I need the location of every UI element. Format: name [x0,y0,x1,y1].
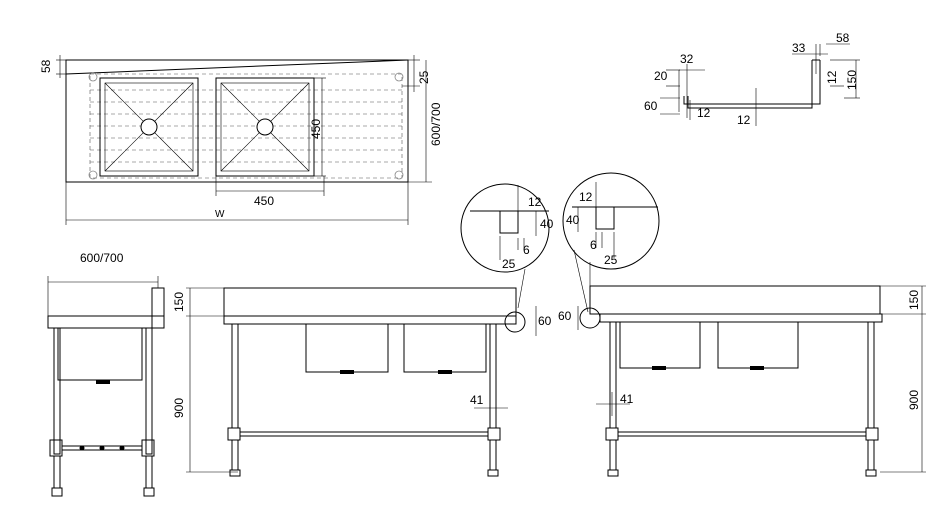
flat-dim-60: 60 [558,309,572,323]
detail-right-dim-25: 25 [604,253,618,267]
detail-right-dim-6: 6 [590,238,597,252]
detail-right-dim-40: 40 [566,213,580,227]
dim-32: 32 [680,52,694,66]
flat-dim-900: 900 [907,390,921,410]
dim-depth: 600/700 [429,102,443,146]
sink-bowl-right [215,77,315,177]
front-view-flat: 60 41 150 900 [558,262,926,477]
front-dim-41: 41 [470,393,484,407]
front-dim-900: 900 [172,398,186,418]
dim-20: 20 [654,69,668,83]
detail-circle-right: 12 40 6 25 [562,172,660,313]
dim-58: 58 [836,31,850,45]
dim-150: 150 [845,70,859,90]
detail-left-dim-6: 6 [523,243,530,257]
flat-dim-150: 150 [907,290,921,310]
dim-58: 58 [39,59,53,73]
dim-12-a: 12 [697,106,711,120]
dim-60: 60 [644,99,658,113]
dim-bowl-width: 450 [254,194,274,208]
top-view-outline [65,59,409,183]
dim-bowl-depth: 450 [309,119,323,139]
dim-33: 33 [792,41,806,55]
top-view: 58 25 600/700 450 450 W [39,55,443,225]
flat-dim-41: 41 [620,392,634,406]
detail-left-dim-12: 12 [528,195,542,209]
detail-left-dim-40: 40 [540,217,554,231]
detail-circle-left: 12 40 6 25 [460,183,554,309]
dim-12-c: 12 [825,70,839,84]
profile-detail: 32 20 60 12 12 33 58 12 150 [644,31,860,127]
dim-total-width: W [215,209,225,220]
drain-icon [140,118,158,136]
front-dim-60: 60 [538,314,552,328]
dim-25: 25 [417,70,431,84]
side-dim-depth: 600/700 [80,251,124,265]
front-dim-150: 150 [172,292,186,312]
detail-left-dim-25: 25 [502,257,516,271]
sink-bowl-left [99,77,199,177]
front-view-splashback: 150 900 60 41 [172,287,552,477]
side-view: 600/700 [47,251,165,497]
dim-12-b: 12 [737,113,751,127]
detail-right-dim-12: 12 [579,190,593,204]
drain-icon [256,118,274,136]
